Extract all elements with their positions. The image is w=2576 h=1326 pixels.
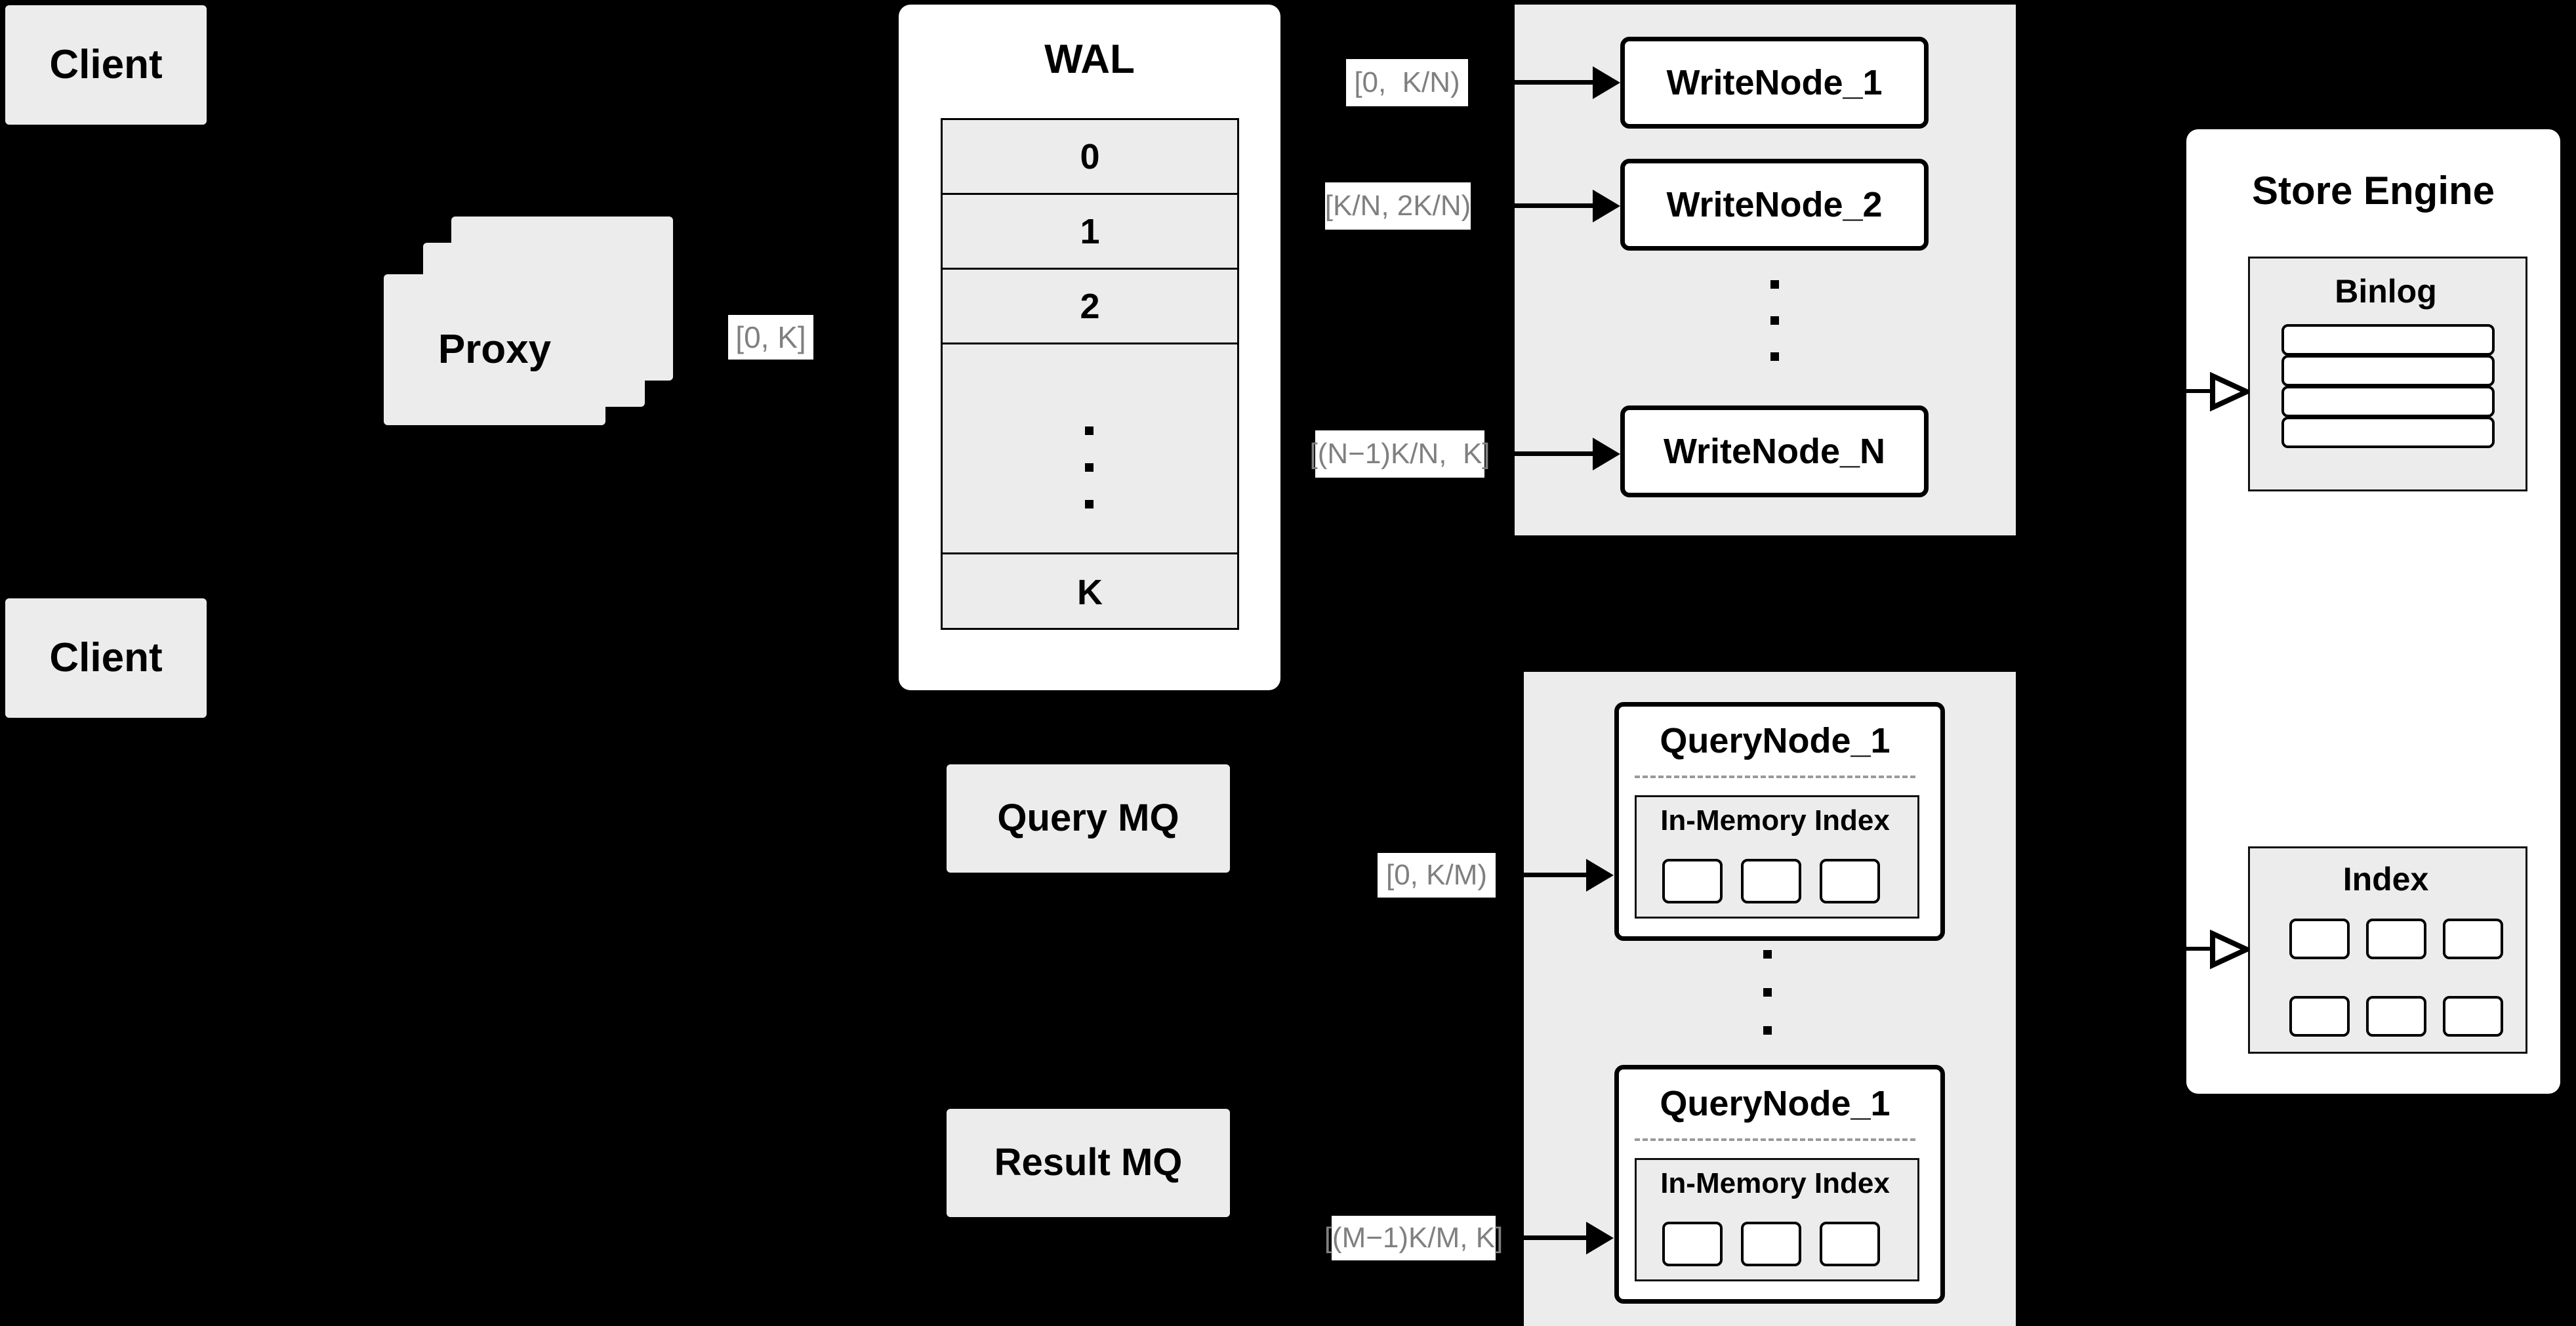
write-group-ellipsis-dot-2 bbox=[1770, 316, 1779, 325]
query-node-1-inmemory-index-title: In-Memory Index bbox=[1635, 802, 1915, 840]
wal-row-k[interactable]: K bbox=[943, 554, 1237, 630]
client-label-1: Client bbox=[49, 42, 163, 88]
write-group-ellipsis-dot-1 bbox=[1770, 280, 1779, 289]
query-node-m-title-text: QueryNode_1 bbox=[1660, 1084, 1891, 1123]
edge-label-writenode-n-text: [(N−1)K/N, K] bbox=[1309, 438, 1490, 470]
query-node-1-index-slot-2[interactable] bbox=[1741, 859, 1801, 903]
arrow-head-open-index bbox=[2210, 930, 2249, 969]
write-node-n-label: WriteNode_N bbox=[1663, 431, 1886, 471]
write-node-2[interactable]: WriteNode_2 bbox=[1620, 159, 1929, 251]
write-node-1-label: WriteNode_1 bbox=[1666, 62, 1883, 102]
client-box-1[interactable]: Client bbox=[5, 5, 207, 125]
wal-row-0-label: 0 bbox=[1080, 136, 1100, 176]
query-group-ellipsis-dot-1 bbox=[1763, 950, 1772, 959]
query-node-1-separator bbox=[1635, 776, 1915, 778]
client-label-2: Client bbox=[49, 635, 163, 681]
query-node-m-index-slot-3[interactable] bbox=[1820, 1222, 1880, 1266]
arrow-head-querynode-m bbox=[1586, 1222, 1614, 1254]
binlog-row-2[interactable] bbox=[2281, 355, 2495, 386]
store-index-title: Index bbox=[2248, 858, 2524, 900]
wal-row-ellipsis bbox=[943, 344, 1237, 554]
arrow-head-writenode-n bbox=[1593, 438, 1620, 470]
store-index-cell-5[interactable] bbox=[2366, 996, 2426, 1037]
query-node-1-title: QueryNode_1 bbox=[1614, 718, 1936, 764]
edge-line-writenode-1 bbox=[1509, 80, 1594, 85]
store-index-title-text: Index bbox=[2342, 861, 2429, 898]
edge-label-querynode-m-text: [(M−1)K/M, K] bbox=[1324, 1222, 1503, 1254]
wal-ellipsis-dot-2 bbox=[1085, 463, 1094, 472]
edge-label-writenode-2-text: [K/N, 2K/N) bbox=[1324, 190, 1471, 222]
write-node-1[interactable]: WriteNode_1 bbox=[1620, 37, 1929, 129]
arrow-head-writenode-2 bbox=[1593, 190, 1620, 222]
binlog-title: Binlog bbox=[2248, 270, 2524, 312]
edge-label-writenode-1-text: [0, K/N) bbox=[1354, 66, 1460, 98]
client-box-2[interactable]: Client bbox=[5, 598, 207, 718]
edge-label-proxy-to-wal-text: [0, K] bbox=[735, 320, 806, 354]
arrow-head-writenode-1 bbox=[1593, 66, 1620, 99]
edge-line-writenode-n bbox=[1509, 451, 1594, 456]
edge-line-querynode-m bbox=[1509, 1235, 1587, 1240]
result-mq-label: Result MQ bbox=[994, 1141, 1183, 1184]
query-node-m-title: QueryNode_1 bbox=[1614, 1081, 1936, 1127]
wal-ellipsis-dot-1 bbox=[1085, 426, 1094, 435]
binlog-title-text: Binlog bbox=[2335, 273, 2437, 310]
wal-row-1[interactable]: 1 bbox=[943, 195, 1237, 270]
store-index-cell-2[interactable] bbox=[2366, 919, 2426, 959]
edge-label-querynode-m: [(M−1)K/M, K] bbox=[1324, 1216, 1503, 1260]
write-node-n[interactable]: WriteNode_N bbox=[1620, 405, 1929, 497]
wal-row-2-label: 2 bbox=[1080, 286, 1100, 326]
wal-title: WAL bbox=[899, 36, 1280, 82]
wal-row-k-label: K bbox=[1077, 572, 1103, 612]
query-node-m-inmemory-index-title-text: In-Memory Index bbox=[1660, 1167, 1890, 1199]
result-mq-box[interactable]: Result MQ bbox=[947, 1109, 1230, 1217]
store-engine-title-text: Store Engine bbox=[2251, 168, 2495, 213]
edge-label-writenode-2: [K/N, 2K/N) bbox=[1325, 182, 1471, 230]
store-index-cell-4[interactable] bbox=[2289, 996, 2350, 1037]
edge-line-to-index bbox=[2180, 947, 2214, 951]
store-index-cell-6[interactable] bbox=[2443, 996, 2503, 1037]
edge-label-querynode-1-text: [0, K/M) bbox=[1385, 859, 1488, 891]
binlog-row-3[interactable] bbox=[2281, 386, 2495, 417]
query-node-m-separator bbox=[1635, 1138, 1915, 1141]
proxy-box[interactable]: Proxy bbox=[384, 274, 605, 425]
edge-label-proxy-to-wal: [0, K] bbox=[728, 315, 813, 360]
query-node-1-title-text: QueryNode_1 bbox=[1660, 721, 1891, 760]
query-node-m-index-slot-2[interactable] bbox=[1741, 1222, 1801, 1266]
edge-line-writenode-2 bbox=[1509, 203, 1594, 208]
binlog-row-4[interactable] bbox=[2281, 417, 2495, 448]
binlog-row-1[interactable] bbox=[2281, 324, 2495, 356]
edge-label-querynode-1: [0, K/M) bbox=[1378, 853, 1496, 898]
query-group-ellipsis-dot-2 bbox=[1763, 988, 1772, 997]
store-index-cell-1[interactable] bbox=[2289, 919, 2350, 959]
arrow-head-open-binlog bbox=[2210, 372, 2249, 411]
proxy-label: Proxy bbox=[438, 327, 552, 373]
wal-row-1-label: 1 bbox=[1080, 211, 1100, 251]
query-node-1-inmemory-index-title-text: In-Memory Index bbox=[1660, 804, 1890, 837]
edge-line-querynode-1 bbox=[1509, 873, 1587, 877]
edge-label-writenode-1: [0, K/N) bbox=[1346, 59, 1468, 106]
query-group-ellipsis-dot-3 bbox=[1763, 1026, 1772, 1035]
wal-title-text: WAL bbox=[1044, 36, 1135, 82]
edge-line-to-binlog bbox=[2180, 389, 2214, 393]
wal-row-2[interactable]: 2 bbox=[943, 270, 1237, 344]
query-node-m-inmemory-index-title: In-Memory Index bbox=[1635, 1165, 1915, 1203]
query-mq-box[interactable]: Query MQ bbox=[947, 764, 1230, 873]
wal-ellipsis-dot-3 bbox=[1085, 500, 1094, 508]
edge-label-writenode-n: [(N−1)K/N, K] bbox=[1309, 430, 1490, 478]
write-group-ellipsis-dot-3 bbox=[1770, 352, 1779, 361]
arrow-head-querynode-1 bbox=[1586, 859, 1614, 892]
store-engine-title: Store Engine bbox=[2186, 164, 2560, 217]
query-mq-label: Query MQ bbox=[997, 797, 1179, 840]
store-index-cell-3[interactable] bbox=[2443, 919, 2503, 959]
query-node-1-index-slot-3[interactable] bbox=[1820, 859, 1880, 903]
wal-entry-table: 0 1 2 K bbox=[941, 118, 1239, 630]
query-node-1-index-slot-1[interactable] bbox=[1662, 859, 1723, 903]
query-node-m-index-slot-1[interactable] bbox=[1662, 1222, 1723, 1266]
write-node-2-label: WriteNode_2 bbox=[1666, 184, 1883, 224]
wal-row-0[interactable]: 0 bbox=[943, 120, 1237, 195]
